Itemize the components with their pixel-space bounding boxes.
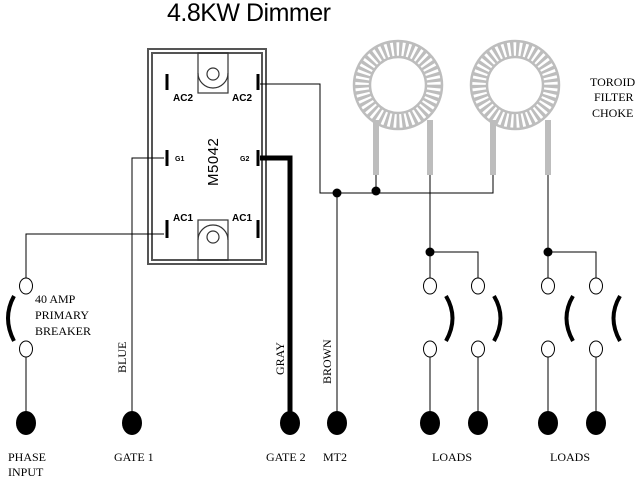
ac2-left-label: AC2	[173, 93, 193, 104]
ac1-left-label: AC1	[173, 213, 193, 224]
dimmer-module: AC2 AC2 G1 G2 AC1 AC1 M5042	[147, 48, 267, 265]
toroid-filter-choke	[352, 39, 561, 175]
phase-input-wire	[25, 233, 164, 280]
breaker-label-line3: BREAKER	[35, 324, 91, 338]
loads-left-branch	[430, 251, 479, 280]
mt2-wire	[260, 83, 376, 194]
loads-right-label: LOADS	[550, 450, 590, 464]
load-breaker-4	[589, 277, 622, 358]
loads-right-junction-dot	[543, 247, 553, 257]
gate1-wire	[131, 157, 164, 412]
mt2-junction-dot	[332, 188, 342, 198]
toroid-label-line3: CHOKE	[592, 106, 633, 120]
breaker-label-line2: PRIMARY	[35, 308, 89, 322]
toroid-coil-right	[469, 39, 561, 175]
loads-left-junction-dot	[425, 247, 435, 257]
gray-wire-label: GRAY	[273, 342, 287, 375]
phase-input-terminal	[16, 411, 36, 435]
ac2-right-label: AC2	[232, 93, 252, 104]
gate2-label: GATE 2	[266, 450, 306, 464]
phase-input-label-line2: INPUT	[8, 465, 44, 479]
bottom-mounting-hole	[197, 219, 229, 261]
top-mounting-hole	[197, 52, 229, 94]
diagram-title: 4.8KW Dimmer	[167, 0, 331, 27]
primary-breaker	[6, 277, 33, 358]
gate1-label: GATE 1	[114, 450, 154, 464]
mt2-label: MT2	[323, 450, 347, 464]
load-terminal-3	[538, 411, 558, 435]
gate2-wire	[260, 155, 293, 415]
breaker-label-line1: 40 AMP	[35, 292, 76, 306]
mt2-terminal	[327, 411, 347, 435]
blue-wire-label: BLUE	[115, 342, 129, 373]
toroid-coil-left	[352, 39, 444, 175]
g1-label: G1	[175, 156, 184, 163]
loads-left-label: LOADS	[432, 450, 472, 464]
toroid-label-line2: FILTER	[594, 90, 634, 104]
load-breaker-2	[471, 277, 503, 358]
load-terminal-2	[468, 411, 488, 435]
gate2-terminal	[280, 411, 300, 435]
phase-input-label-line1: PHASE	[8, 450, 46, 464]
g2-label: G2	[240, 156, 249, 163]
load-breaker-3	[541, 277, 575, 358]
gate1-terminal	[122, 411, 142, 435]
loads-right-branch	[548, 251, 597, 280]
load-breaker-1	[423, 277, 455, 358]
coil-joint-wire	[376, 175, 494, 194]
module-part-number: M5042	[205, 138, 222, 186]
toroid-input-junction-dot	[371, 186, 381, 196]
brown-wire-label: BROWN	[320, 339, 334, 384]
toroid-label-line1: TOROID	[590, 75, 635, 89]
load-terminal-4	[586, 411, 606, 435]
load-terminal-1	[420, 411, 440, 435]
ac1-right-label: AC1	[232, 213, 252, 224]
